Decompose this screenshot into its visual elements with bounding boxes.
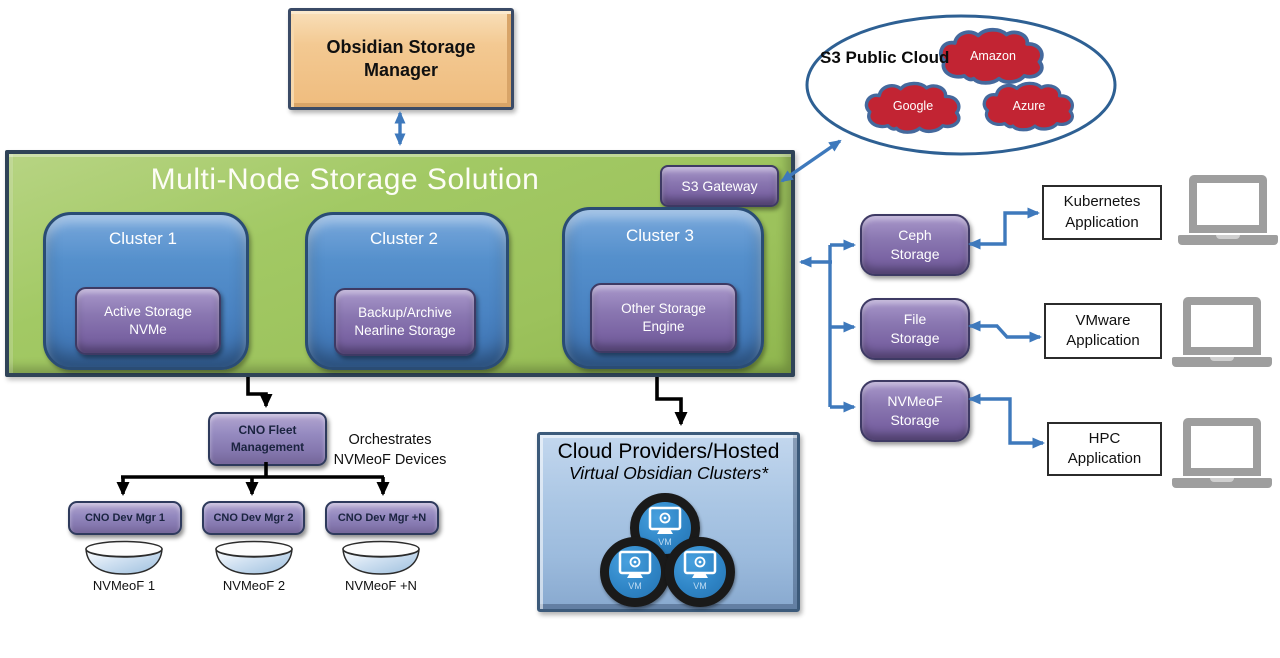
vm-icon: VM xyxy=(600,537,670,607)
google-cloud-icon xyxy=(864,81,961,134)
cluster-1-engine-box: Active Storage NVMe xyxy=(75,287,221,355)
laptop-base xyxy=(1178,235,1278,245)
file-storage-box: File Storage xyxy=(860,298,970,360)
azure-cloud-label: Azure xyxy=(1013,99,1046,113)
cno-dev-mgr-n-box: CNO Dev Mgr +N xyxy=(325,501,439,535)
laptop-screen xyxy=(1183,297,1261,355)
hpc-application-box: HPC Application xyxy=(1047,422,1162,476)
google-cloud-label: Google xyxy=(893,99,933,113)
ceph-storage-box: Ceph Storage xyxy=(860,214,970,276)
s3-gateway-box: S3 Gateway xyxy=(660,165,779,207)
obsidian-storage-manager-label: Obsidian Storage Manager xyxy=(326,36,476,80)
file-vmware-arrow xyxy=(968,320,1042,343)
ceph-kubernetes-arrow xyxy=(968,207,1040,250)
s3-public-cloud-ellipse: Amazon Google Azure xyxy=(805,14,1117,156)
laptop-icon xyxy=(1172,297,1272,367)
nvmeof-2-label: NVMeoF 2 xyxy=(222,578,286,593)
amazon-cloud-icon xyxy=(939,27,1044,85)
cno-fleet-management-box: CNO Fleet Management xyxy=(208,412,327,466)
orchestrates-note: Orchestrates NVMeoF Devices xyxy=(333,431,447,468)
laptop-base xyxy=(1172,478,1272,488)
s3-public-cloud-title: S3 Public Cloud xyxy=(820,48,950,67)
laptop-icon xyxy=(1172,418,1272,488)
vm-label: VM xyxy=(628,581,642,591)
solution-fleet-arrow xyxy=(246,377,273,408)
nvmeof-device-icon xyxy=(342,540,420,575)
azure-cloud-icon xyxy=(982,81,1074,132)
laptop-screen xyxy=(1183,418,1261,476)
nvmeof-device-icon xyxy=(215,540,293,575)
cluster-3-engine-box: Other Storage Engine xyxy=(590,283,737,353)
cluster-1-title: Cluster 1 xyxy=(108,229,178,248)
vmware-application-box: VMware Application xyxy=(1044,303,1162,359)
nvmeof-hpc-arrow xyxy=(968,393,1045,449)
cloud-providers-subtitle: Virtual Obsidian Clusters* xyxy=(568,463,769,483)
amazon-cloud-label: Amazon xyxy=(970,49,1016,63)
cno-dev-mgr-1-box: CNO Dev Mgr 1 xyxy=(68,501,182,535)
cloud-providers-title: Cloud Providers/Hosted xyxy=(557,440,780,463)
cluster-3-title: Cluster 3 xyxy=(625,226,695,245)
laptop-base xyxy=(1172,357,1272,367)
nvmeof-storage-box: NVMeoF Storage xyxy=(860,380,970,442)
nvmeof-1-label: NVMeoF 1 xyxy=(92,578,156,593)
vm-label: VM xyxy=(658,537,672,547)
laptop-icon xyxy=(1178,175,1278,245)
cluster-2-title: Cluster 2 xyxy=(369,229,439,248)
obsidian-storage-manager-box: Obsidian Storage Manager xyxy=(288,8,514,110)
laptop-screen xyxy=(1189,175,1267,233)
cluster-2-engine-box: Backup/Archive Nearline Storage xyxy=(334,288,476,356)
cno-dev-mgr-2-box: CNO Dev Mgr 2 xyxy=(202,501,305,535)
multi-node-storage-solution-title: Multi-Node Storage Solution xyxy=(150,163,540,196)
nvmeof-device-icon xyxy=(85,540,163,575)
cluster3-cloudproviders-arrow xyxy=(655,377,688,426)
vm-icon: VM xyxy=(665,537,735,607)
kubernetes-application-box: Kubernetes Application xyxy=(1042,185,1162,240)
vm-label: VM xyxy=(693,581,707,591)
nvmeof-n-label: NVMeoF +N xyxy=(345,578,417,593)
